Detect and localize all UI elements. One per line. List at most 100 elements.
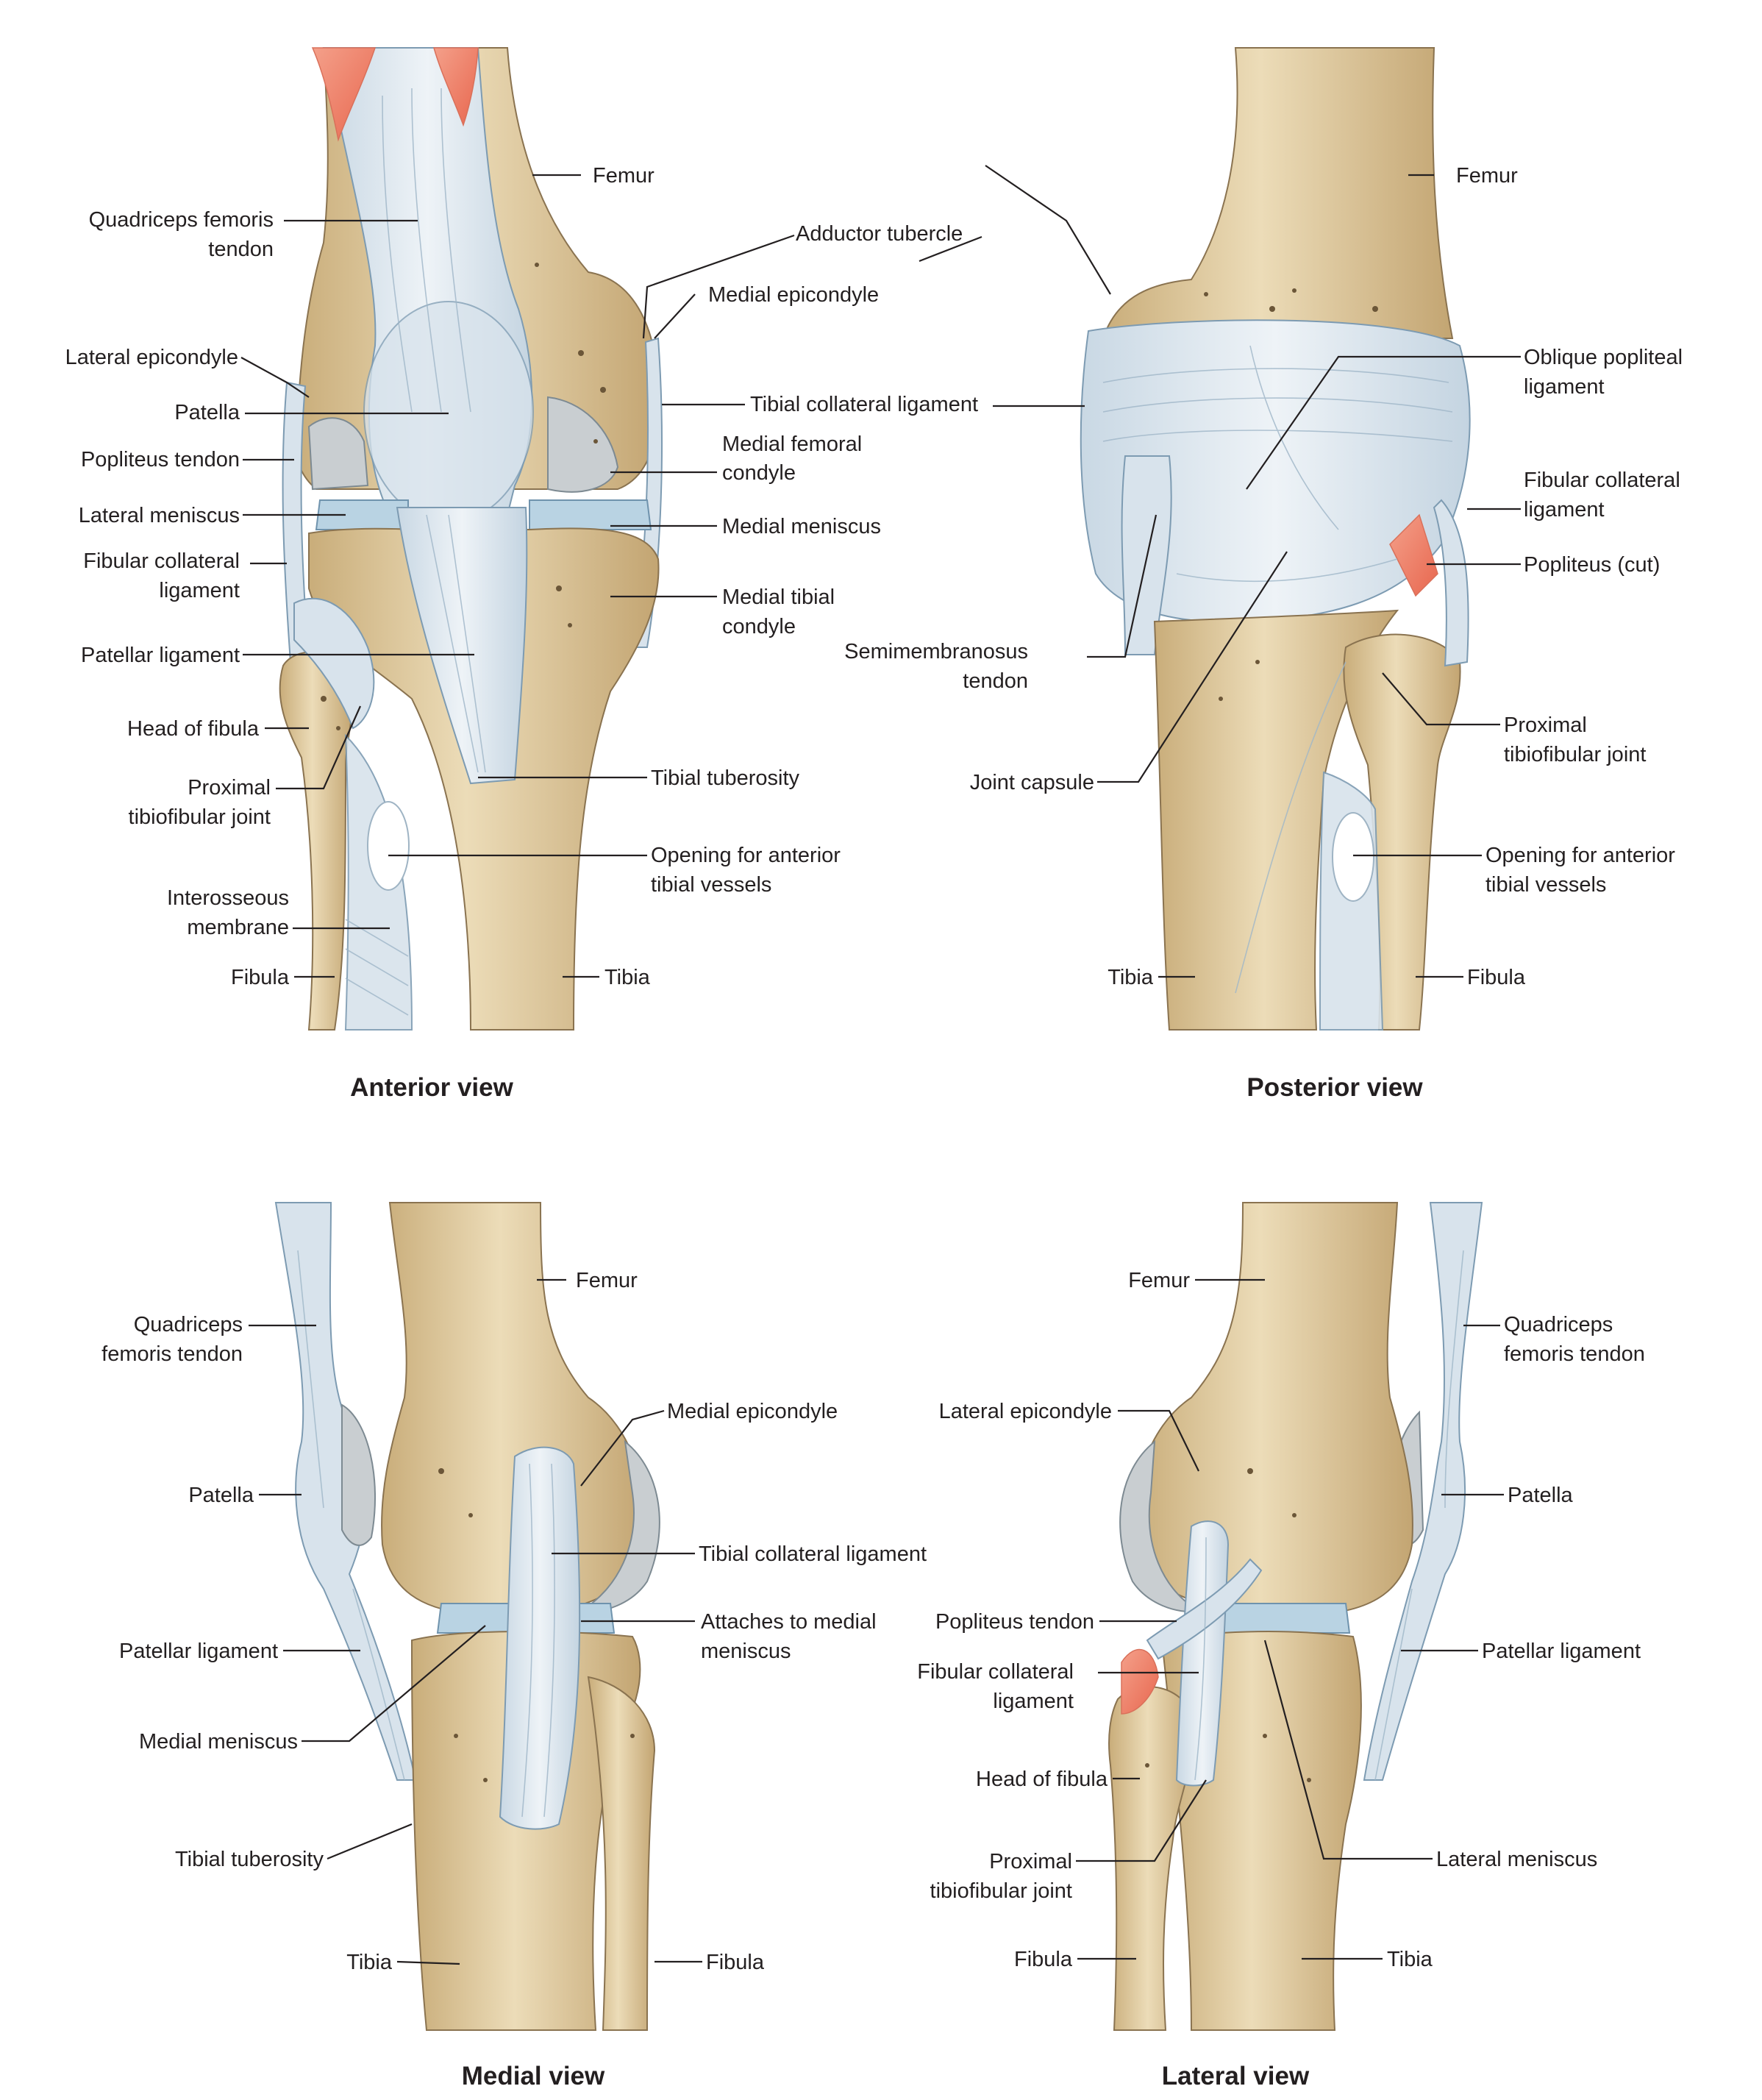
label-interosseous-2: membrane xyxy=(187,916,289,939)
medial-femoral-cartilage xyxy=(579,1439,660,1612)
label-fibula: Fibula xyxy=(1467,966,1526,989)
label-lateral-meniscus: Lateral meniscus xyxy=(1436,1848,1597,1871)
label-head-of-fibula: Head of fibula xyxy=(976,1768,1108,1791)
posterior-view-illustration xyxy=(1080,47,1471,1031)
lateral-popliteus-tendon xyxy=(1146,1558,1263,1660)
label-semimembranosus-1: Semimembranosus xyxy=(844,640,1028,663)
label-fibular-collateral-2: ligament xyxy=(1524,498,1605,522)
label-opening-1: Opening for anterior xyxy=(651,844,841,867)
label-tibial-tuberosity: Tibial tuberosity xyxy=(651,766,800,790)
label-medial-meniscus: Medial meniscus xyxy=(722,515,881,538)
anterior-medial-femoral-condyle-cartilage xyxy=(547,396,619,493)
label-medial-femoral-condyle-1: Medial femoral xyxy=(722,433,862,456)
label-femur: Femur xyxy=(1456,164,1518,188)
lateral-popliteus xyxy=(1121,1648,1159,1715)
posterior-popliteus-cut xyxy=(1389,513,1438,597)
label-fibular-collateral-1: Fibular collateral xyxy=(1524,469,1680,492)
medial-tibial-collateral-ligament xyxy=(499,1446,581,1830)
label-fibular-collateral-1: Fibular collateral xyxy=(917,1660,1074,1684)
leader-lines xyxy=(240,165,1521,1965)
label-quadriceps-tendon-1: Quadriceps femoris xyxy=(89,208,274,232)
label-patella: Patella xyxy=(188,1484,254,1507)
label-prox-tibiofibular-1: Proximal xyxy=(188,776,271,800)
label-femur: Femur xyxy=(576,1269,638,1292)
label-quadriceps-tendon-2: tendon xyxy=(208,238,274,261)
label-fibula: Fibula xyxy=(231,966,290,989)
label-medial-meniscus: Medial meniscus xyxy=(139,1730,298,1754)
lateral-fibular-collateral-ligament xyxy=(1175,1520,1230,1787)
posterior-femur xyxy=(1102,47,1454,339)
lateral-labels: Femur Quadriceps femoris tendon Lateral … xyxy=(917,1269,1645,2090)
label-tibia: Tibia xyxy=(604,966,651,989)
label-femur: Femur xyxy=(593,164,654,188)
medial-fibula xyxy=(587,1676,656,2031)
label-fibular-collateral-1: Fibular collateral xyxy=(83,549,240,573)
label-tibia: Tibia xyxy=(1108,966,1154,989)
posterior-joint-capsule xyxy=(1080,319,1471,623)
label-fibular-collateral-2: ligament xyxy=(159,579,240,602)
label-prox-tibiofibular-1: Proximal xyxy=(989,1850,1072,1873)
medial-view-title: Medial view xyxy=(462,2062,605,2090)
anterior-patellar-ligament xyxy=(396,507,528,785)
label-fibula: Fibula xyxy=(1014,1948,1073,1971)
label-prox-tibiofibular-2: tibiofibular joint xyxy=(129,805,271,829)
label-popliteus-tendon: Popliteus tendon xyxy=(81,448,240,471)
label-attaches-2: meniscus xyxy=(701,1640,791,1663)
label-attaches-1: Attaches to medial xyxy=(701,1610,877,1634)
label-quad-tendon-2: femoris tendon xyxy=(1504,1342,1645,1366)
posterior-labels: Femur Oblique popliteal ligament Fibular… xyxy=(844,164,1683,1102)
anterior-fibula xyxy=(279,651,353,1031)
label-oblique-popliteal-2: ligament xyxy=(1524,375,1605,399)
label-joint-capsule: Joint capsule xyxy=(970,771,1094,794)
label-patellar-ligament: Patellar ligament xyxy=(81,644,240,667)
anterior-patella xyxy=(363,301,534,523)
label-patellar-ligament: Patellar ligament xyxy=(1482,1640,1641,1663)
anterior-medial-meniscus xyxy=(529,499,652,530)
label-tibial-collateral: Tibial collateral ligament xyxy=(699,1542,927,1566)
label-quad-tendon-2: femoris tendon xyxy=(101,1342,243,1366)
label-tibia: Tibia xyxy=(346,1951,393,1974)
label-fibula: Fibula xyxy=(706,1951,765,1974)
label-tibial-collateral: Tibial collateral ligament xyxy=(750,393,978,416)
label-lateral-epicondyle: Lateral epicondyle xyxy=(939,1400,1112,1423)
anterior-opening-vessels xyxy=(367,801,410,891)
label-patella: Patella xyxy=(1508,1484,1574,1507)
medial-patella xyxy=(341,1403,376,1546)
posterior-opening-vessels xyxy=(1332,812,1374,902)
label-femur: Femur xyxy=(1128,1269,1190,1292)
label-medial-femoral-condyle-2: condyle xyxy=(722,461,796,485)
anterior-labels: Femur Quadriceps femoris tendon Adductor… xyxy=(65,164,978,1102)
lateral-femoral-cartilage xyxy=(1119,1439,1201,1612)
lateral-view-illustration xyxy=(1108,1202,1483,2031)
label-quad-tendon-1: Quadriceps xyxy=(134,1313,243,1336)
label-fibular-collateral-2: ligament xyxy=(993,1690,1074,1713)
label-prox-tibiofibular-1: Proximal xyxy=(1504,713,1587,737)
label-medial-epicondyle: Medial epicondyle xyxy=(667,1400,838,1423)
medial-labels: Femur Quadriceps femoris tendon Medial e… xyxy=(101,1269,927,2090)
label-quad-tendon-1: Quadriceps xyxy=(1504,1313,1613,1336)
label-patellar-ligament: Patellar ligament xyxy=(119,1640,278,1663)
label-tibial-tuberosity: Tibial tuberosity xyxy=(175,1848,324,1871)
lateral-femur xyxy=(1134,1202,1413,1616)
label-opening-1: Opening for anterior xyxy=(1485,844,1675,867)
label-interosseous-1: Interosseous xyxy=(167,886,289,910)
lateral-view-title: Lateral view xyxy=(1162,2062,1310,2090)
label-lateral-epicondyle: Lateral epicondyle xyxy=(65,346,238,369)
label-medial-tibial-condyle-1: Medial tibial xyxy=(722,585,835,609)
anterior-view-title: Anterior view xyxy=(350,1073,513,1102)
label-lateral-meniscus: Lateral meniscus xyxy=(79,504,240,527)
label-prox-tibiofibular-2: tibiofibular joint xyxy=(930,1879,1072,1903)
label-oblique-popliteal-1: Oblique popliteal xyxy=(1524,346,1683,369)
label-tibia: Tibia xyxy=(1387,1948,1433,1971)
label-opening-2: tibial vessels xyxy=(651,873,771,897)
label-popliteus-tendon: Popliteus tendon xyxy=(935,1610,1094,1634)
label-opening-2: tibial vessels xyxy=(1485,873,1606,897)
label-prox-tibiofibular-2: tibiofibular joint xyxy=(1504,743,1646,766)
label-semimembranosus-2: tendon xyxy=(963,669,1028,693)
medial-view-illustration xyxy=(274,1202,660,2031)
anterior-quadriceps-muscle xyxy=(311,47,377,142)
label-popliteus-cut: Popliteus (cut) xyxy=(1524,553,1660,577)
lateral-quadriceps-tendon xyxy=(1363,1202,1483,1781)
label-patella: Patella xyxy=(174,401,240,424)
